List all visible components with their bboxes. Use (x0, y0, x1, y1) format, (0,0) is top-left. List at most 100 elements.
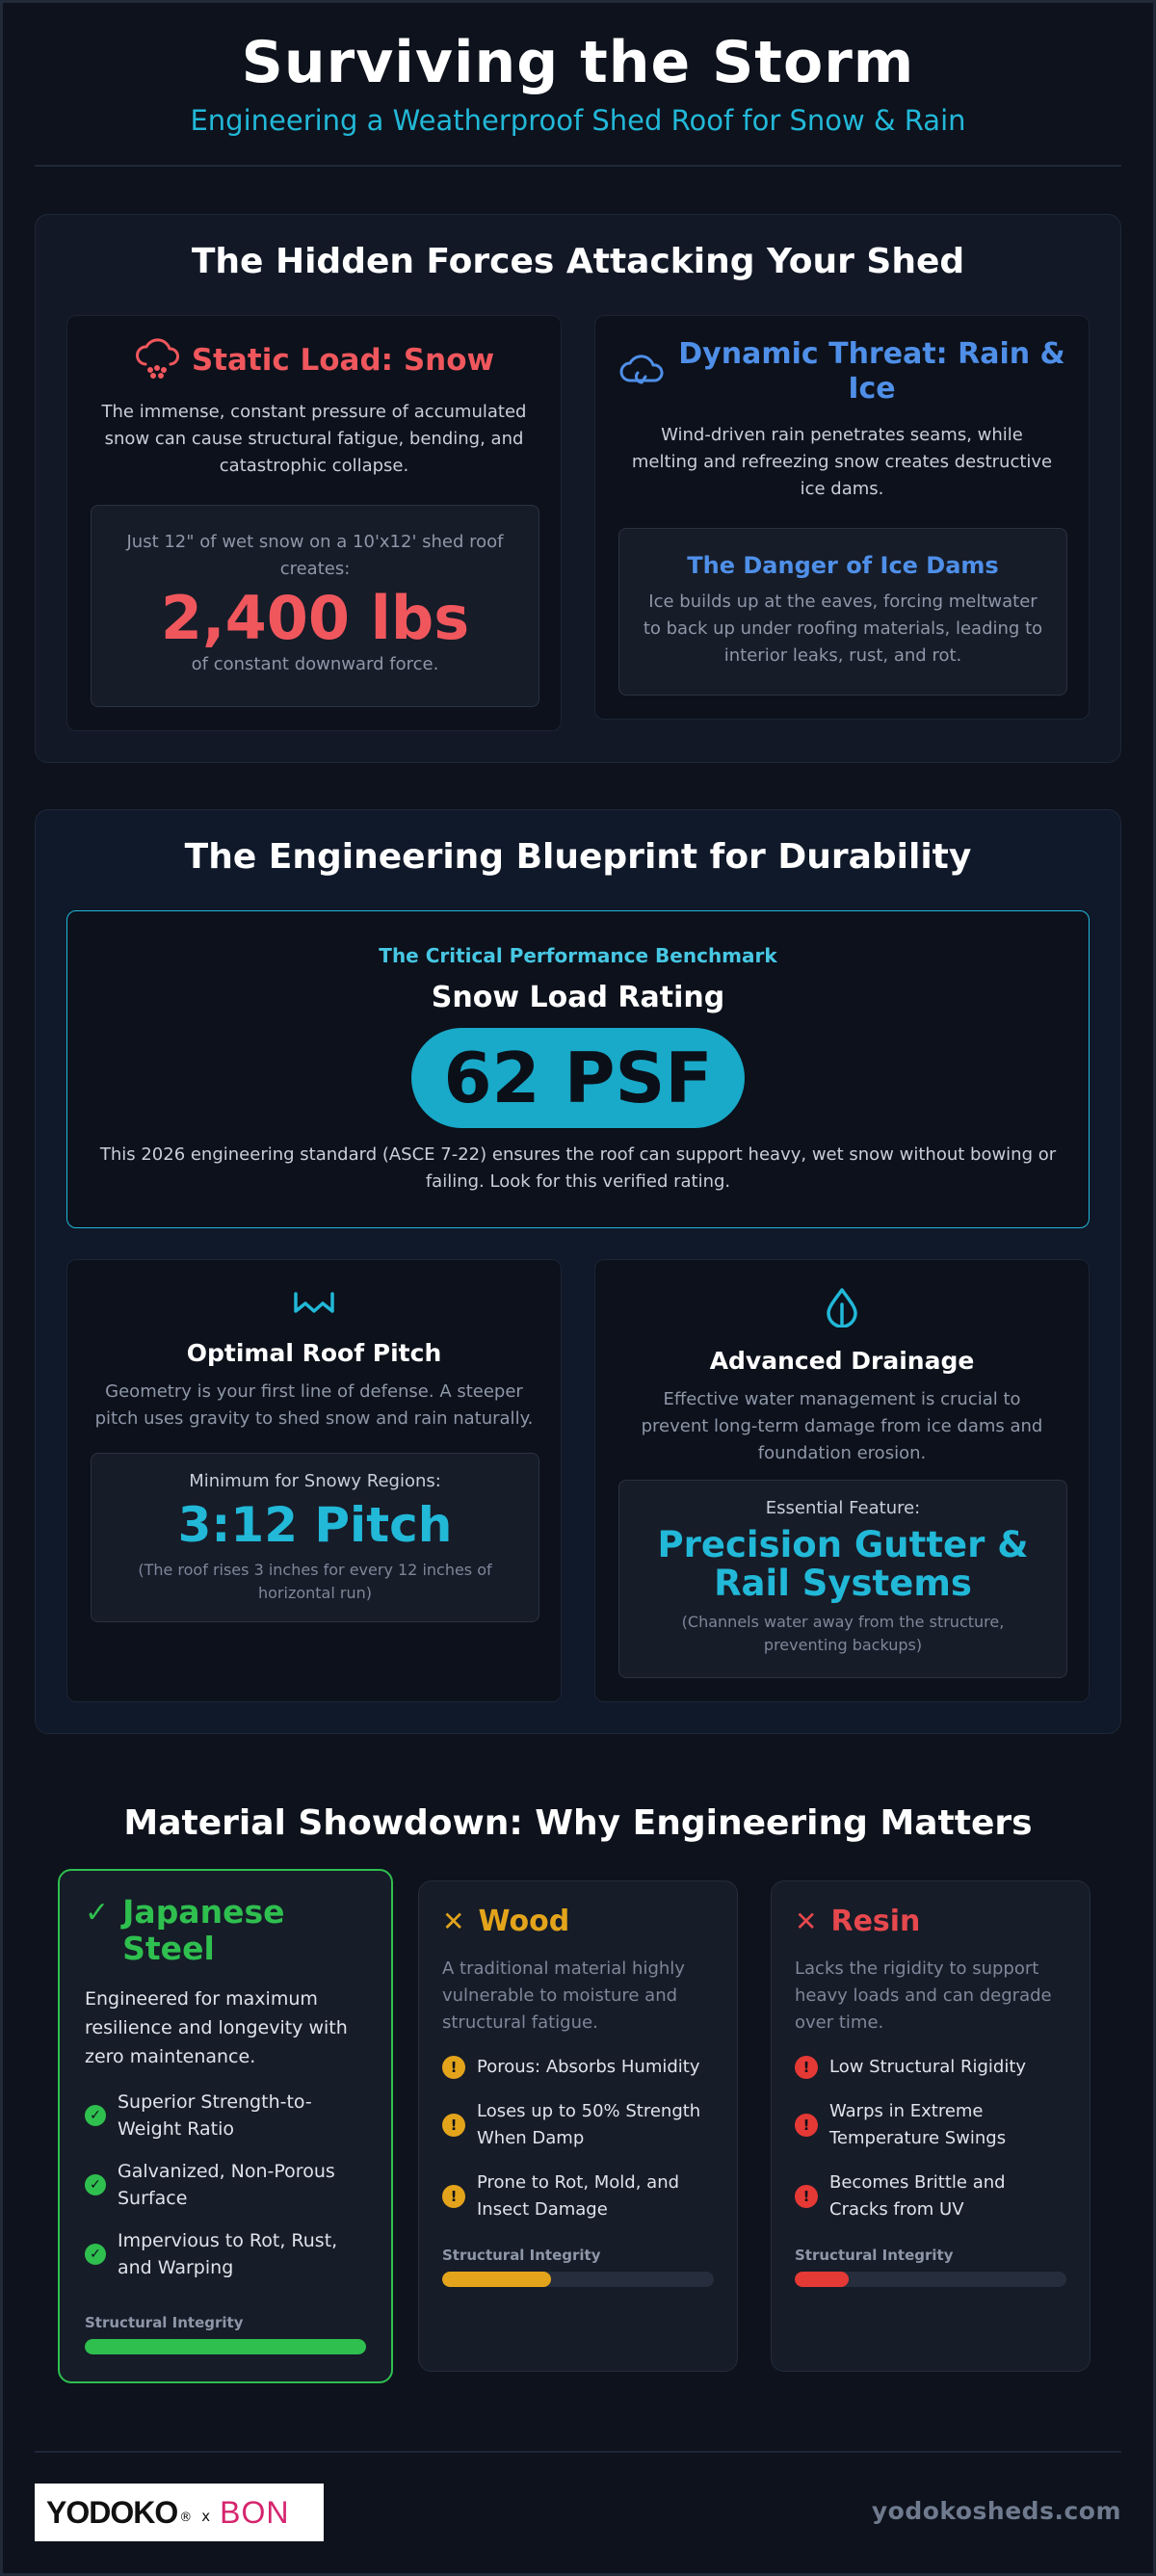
check-circle-icon: ✓ (85, 2174, 106, 2195)
rating-value-pill: 62 PSF (411, 1028, 745, 1128)
header-divider (35, 165, 1121, 167)
roof-pitch-card: Optimal Roof Pitch Geometry is your firs… (66, 1259, 562, 1702)
pitch-box: Minimum for Snowy Regions: 3:12 Pitch (T… (91, 1453, 539, 1622)
brand-logo[interactable]: YODOKO ® x BON (35, 2484, 324, 2541)
warning-icon: ! (442, 2056, 465, 2079)
steel-point-text: Superior Strength-to-Weight Ratio (118, 2091, 312, 2140)
drainage-desc: Effective water management is crucial to… (641, 1389, 1043, 1463)
benchmark-label: The Critical Performance Benchmark (379, 944, 777, 967)
resin-desc: Lacks the rigidity to support heavy load… (795, 1958, 1052, 2033)
snow-load-rating-card: The Critical Performance Benchmark Snow … (66, 910, 1090, 1228)
list-item: ! Porous: Absorbs Humidity (442, 2054, 714, 2081)
resin-title: Resin (830, 1905, 921, 1938)
ice-dam-desc: Ice builds up at the eaves, forcing melt… (643, 591, 1043, 666)
list-item: ✓ Impervious to Rot, Rust, and Warping (85, 2227, 366, 2281)
drainage-title: Advanced Drainage (709, 1347, 975, 1375)
resin-integrity-track (795, 2272, 1066, 2287)
steel-title: Japanese Steel (122, 1893, 285, 1967)
gutter-box: Essential Feature: Precision Gutter & Ra… (618, 1480, 1067, 1678)
snow-stat-intro: Just 12" of wet snow on a 10'x12' shed r… (126, 532, 504, 579)
resin-point-text: Warps in Extreme Temperature Swings (829, 2101, 1007, 2148)
pitch-box-value: 3:12 Pitch (177, 1497, 453, 1553)
list-item: ! Becomes Brittle and Cracks from UV (795, 2169, 1066, 2223)
ice-dam-box: The Danger of Ice Dams Ice builds up at … (618, 528, 1067, 696)
forces-section: The Hidden Forces Attacking Your Shed St… (35, 214, 1121, 763)
snow-load-card: Static Load: Snow The immense, constant … (66, 315, 562, 731)
wood-point-text: Loses up to 50% Strength When Damp (477, 2101, 701, 2148)
rating-value: 62 PSF (443, 1038, 713, 1118)
resin-point-text: Becomes Brittle and Cracks from UV (829, 2172, 1006, 2220)
brand-partner: BON (220, 2494, 290, 2530)
drainage-card: Advanced Drainage Effective water manage… (594, 1259, 1090, 1702)
check-icon: ✓ (85, 1896, 110, 1930)
footer-divider (35, 2451, 1121, 2453)
resin-card: ✕ Resin Lacks the rigidity to support he… (771, 1880, 1090, 2372)
steel-desc: Engineered for maximum resilience and lo… (85, 1988, 348, 2067)
snow-stat-suffix: of constant downward force. (191, 654, 439, 674)
list-item: ! Warps in Extreme Temperature Swings (795, 2098, 1066, 2152)
warning-icon: ! (442, 2185, 465, 2208)
roof-pitch-title: Optimal Roof Pitch (186, 1339, 442, 1367)
brand-main: YODOKO (46, 2494, 178, 2530)
check-circle-icon: ✓ (85, 2244, 106, 2265)
x-icon: ✕ (795, 1906, 818, 1937)
gutter-box-value: Precision Gutter & Rail Systems (657, 1524, 1029, 1604)
resin-point-text: Low Structural Rigidity (829, 2057, 1027, 2077)
wood-desc: A traditional material highly vulnerable… (442, 1958, 685, 2033)
alert-icon: ! (795, 2056, 818, 2079)
water-drop-icon (825, 1287, 859, 1331)
rain-ice-card: Dynamic Threat: Rain & Ice Wind-driven r… (594, 315, 1090, 720)
list-item: ✓ Galvanized, Non-Porous Surface (85, 2158, 366, 2212)
steel-points: ✓ Superior Strength-to-Weight Ratio ✓ Ga… (85, 2089, 366, 2281)
steel-integrity-track (85, 2339, 366, 2354)
list-item: ! Prone to Rot, Mold, and Insect Damage (442, 2169, 714, 2223)
rating-title: Snow Load Rating (431, 981, 725, 1014)
wood-point-text: Prone to Rot, Mold, and Insect Damage (477, 2172, 680, 2220)
pitch-box-note: (The roof rises 3 inches for every 12 in… (138, 1561, 492, 1602)
wood-point-text: Porous: Absorbs Humidity (477, 2057, 700, 2077)
wood-card: ✕ Wood A traditional material highly vul… (418, 1880, 738, 2372)
website-link[interactable]: yodokosheds.com (871, 2497, 1121, 2525)
snow-cloud-icon (134, 337, 180, 383)
gutter-box-label: Essential Feature: (765, 1498, 921, 1518)
ice-dam-title: The Danger of Ice Dams (687, 552, 999, 579)
alert-icon: ! (795, 2114, 818, 2137)
page-header: Surviving the Storm Engineering a Weathe… (35, 27, 1121, 137)
snow-load-desc: The immense, constant pressure of accumu… (101, 402, 527, 476)
warning-icon: ! (442, 2114, 465, 2137)
resin-integrity-bar (795, 2272, 850, 2287)
snow-stat-value: 2,400 lbs (160, 583, 470, 653)
roof-pitch-icon (293, 1289, 335, 1322)
rain-ice-title: Dynamic Threat: Rain & Ice (678, 337, 1065, 406)
snow-load-title: Static Load: Snow (191, 343, 495, 378)
brand-registered: ® (179, 2510, 193, 2525)
check-circle-icon: ✓ (85, 2105, 106, 2126)
page-title: Surviving the Storm (241, 29, 915, 96)
steel-integrity-bar (85, 2339, 366, 2354)
wood-integrity-bar (442, 2272, 551, 2287)
wood-integrity-label: Structural Integrity (442, 2247, 601, 2264)
roof-pitch-desc: Geometry is your first line of defense. … (94, 1381, 534, 1429)
page-subtitle: Engineering a Weatherproof Shed Roof for… (190, 104, 966, 137)
blueprint-section: The Engineering Blueprint for Durability… (35, 809, 1121, 1734)
brand-x: x (201, 2508, 211, 2525)
list-item: ! Loses up to 50% Strength When Damp (442, 2098, 714, 2152)
x-icon: ✕ (442, 1906, 465, 1937)
steel-point-text: Impervious to Rot, Rust, and Warping (118, 2230, 338, 2278)
resin-points: ! Low Structural Rigidity ! Warps in Ext… (795, 2054, 1066, 2223)
pitch-box-label: Minimum for Snowy Regions: (189, 1471, 441, 1491)
steel-integrity-label: Structural Integrity (85, 2314, 244, 2331)
rating-desc: This 2026 engineering standard (ASCE 7-2… (99, 1144, 1057, 1192)
blueprint-heading: The Engineering Blueprint for Durability (184, 837, 972, 877)
snow-stat-box: Just 12" of wet snow on a 10'x12' shed r… (91, 505, 539, 707)
forces-heading: The Hidden Forces Attacking Your Shed (191, 242, 965, 281)
wood-integrity-track (442, 2272, 714, 2287)
storm-cloud-icon (618, 350, 665, 394)
wood-points: ! Porous: Absorbs Humidity ! Loses up to… (442, 2054, 714, 2223)
steel-point-text: Galvanized, Non-Porous Surface (118, 2161, 335, 2209)
resin-integrity-label: Structural Integrity (795, 2247, 954, 2264)
rain-ice-desc: Wind-driven rain penetrates seams, while… (631, 425, 1053, 499)
materials-heading: Material Showdown: Why Engineering Matte… (123, 1803, 1033, 1843)
wood-title: Wood (478, 1905, 570, 1938)
